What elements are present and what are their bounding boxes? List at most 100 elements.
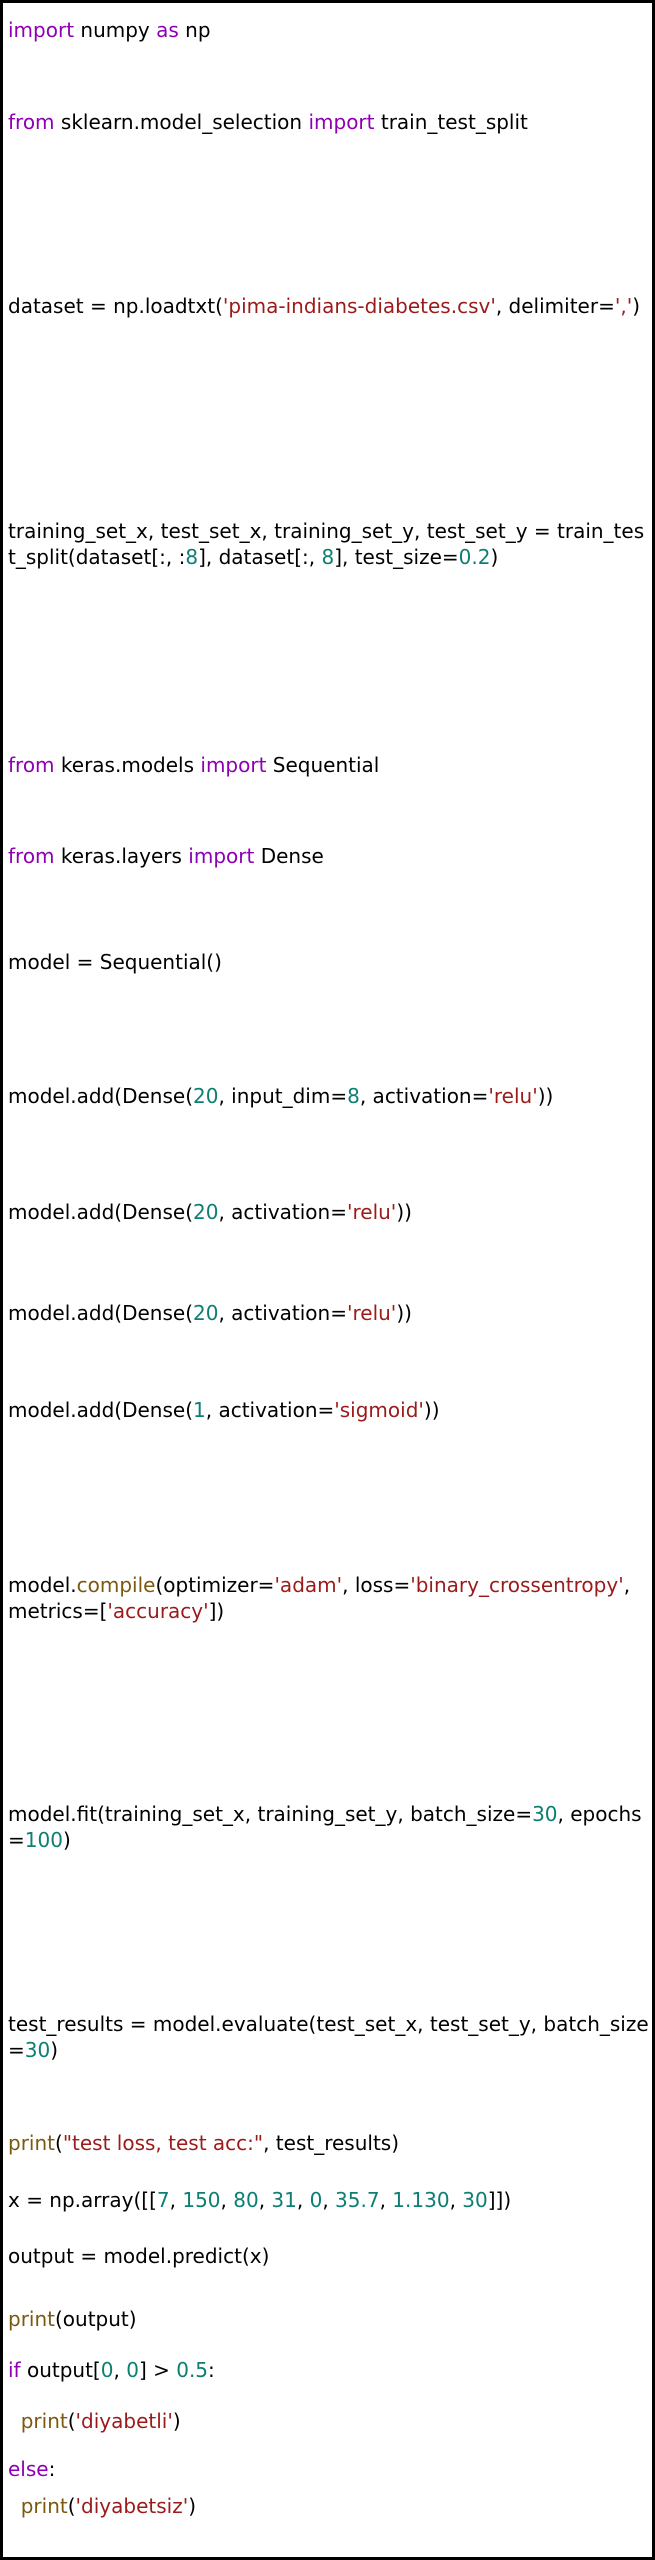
code-token-plain: (optimizer= bbox=[155, 1573, 275, 1597]
code-token-plain: dataset = np.loadtxt( bbox=[8, 294, 223, 318]
code-token-kw: import bbox=[200, 753, 267, 777]
code-token-num: 8 bbox=[321, 545, 335, 569]
code-token-plain: training_set_x, test_set_x, training_set… bbox=[8, 519, 645, 569]
code-token-num: 80 bbox=[233, 2188, 259, 2212]
fit-model-line: model.fit(training_set_x, training_set_y… bbox=[8, 1801, 651, 1853]
code-token-plain: , bbox=[169, 2188, 183, 2212]
code-token-plain: ]) bbox=[208, 1599, 225, 1623]
code-token-num: 1 bbox=[193, 1398, 206, 1422]
add-hidden-layer-line-1: model.add(Dense(20, activation='relu')) bbox=[8, 1199, 651, 1225]
code-token-plain: )) bbox=[396, 1200, 412, 1224]
code-token-plain: ) bbox=[188, 2494, 196, 2518]
code-token-plain: , delimiter= bbox=[495, 294, 615, 318]
code-token-str: 'sigmoid' bbox=[334, 1398, 424, 1422]
code-token-plain: ( bbox=[67, 2494, 76, 2518]
code-token-plain bbox=[8, 2409, 21, 2433]
code-token-plain: model = Sequential() bbox=[8, 950, 222, 974]
code-token-str: 'diyabetsiz' bbox=[75, 2494, 189, 2518]
code-token-plain: , test_results) bbox=[263, 2131, 400, 2155]
create-model-line: model = Sequential() bbox=[8, 949, 651, 975]
code-token-plain: , epochs= bbox=[8, 1802, 642, 1852]
import-dense-line: from keras.layers import Dense bbox=[8, 843, 651, 869]
code-token-plain: ) bbox=[490, 545, 499, 569]
code-token-plain: , activation= bbox=[218, 1301, 347, 1325]
code-token-plain: ], dataset[:, bbox=[198, 545, 322, 569]
code-token-plain: keras.models bbox=[54, 753, 201, 777]
print-diyabetsiz-line: print('diyabetsiz') bbox=[8, 2493, 651, 2519]
code-token-plain: ) bbox=[50, 2038, 59, 2062]
code-token-plain: model.add(Dense( bbox=[8, 1200, 193, 1224]
else-line: else: bbox=[8, 2456, 651, 2482]
code-token-num: 0.2 bbox=[458, 545, 491, 569]
code-token-num: 100 bbox=[24, 1828, 63, 1852]
code-token-plain: model.add(Dense( bbox=[8, 1084, 193, 1108]
code-token-fn: print bbox=[8, 2307, 55, 2331]
code-token-plain: sklearn.model_selection bbox=[54, 110, 309, 134]
code-token-kw: from bbox=[8, 844, 55, 868]
code-token-plain: ( bbox=[67, 2409, 76, 2433]
code-token-num: 150 bbox=[182, 2188, 221, 2212]
code-token-num: 8 bbox=[185, 545, 199, 569]
code-token-plain: : bbox=[208, 2358, 215, 2382]
code-token-str: "test loss, test acc:" bbox=[62, 2131, 264, 2155]
import-sequential-line: from keras.models import Sequential bbox=[8, 752, 651, 778]
code-token-kw: import bbox=[8, 18, 75, 42]
code-token-num: 1.130 bbox=[392, 2188, 450, 2212]
code-token-plain: , metrics=[ bbox=[8, 1573, 637, 1623]
code-token-plain: , bbox=[113, 2358, 127, 2382]
code-token-plain: ) bbox=[172, 2409, 181, 2433]
code-token-num: 0.5 bbox=[176, 2358, 209, 2382]
code-token-str: 'accuracy' bbox=[107, 1599, 209, 1623]
add-output-layer-line: model.add(Dense(1, activation='sigmoid')… bbox=[8, 1397, 651, 1423]
code-token-plain: (output) bbox=[55, 2307, 137, 2331]
code-token-plain: , bbox=[220, 2188, 234, 2212]
code-token-kw: as bbox=[156, 18, 179, 42]
code-token-kw: from bbox=[8, 753, 55, 777]
code-token-plain: , bbox=[296, 2188, 310, 2212]
code-token-plain: train_test_split bbox=[374, 110, 528, 134]
code-token-plain: model. bbox=[8, 1573, 77, 1597]
code-token-num: 20 bbox=[193, 1084, 219, 1108]
code-token-num: 8 bbox=[347, 1084, 360, 1108]
code-token-kw: import bbox=[308, 110, 375, 134]
code-token-plain: test_results = model.evaluate(test_set_x… bbox=[8, 2012, 649, 2062]
compile-model-line: model.compile(optimizer='adam', loss='bi… bbox=[8, 1572, 651, 1624]
code-token-str: 'relu' bbox=[346, 1200, 397, 1224]
code-token-plain: , input_dim= bbox=[218, 1084, 348, 1108]
code-token-plain: )) bbox=[423, 1398, 440, 1422]
code-token-plain: Sequential bbox=[266, 753, 380, 777]
code-token-num: 30 bbox=[24, 2038, 51, 2062]
print-output-line: print(output) bbox=[8, 2306, 651, 2332]
if-condition-line: if output[0, 0] > 0.5: bbox=[8, 2357, 651, 2383]
import-numpy-line: import numpy as np bbox=[8, 17, 651, 43]
code-token-plain: keras.layers bbox=[54, 844, 189, 868]
code-token-str: 'relu' bbox=[488, 1084, 538, 1108]
code-token-fn: print bbox=[8, 2131, 55, 2155]
code-token-plain: x = np.array([[ bbox=[8, 2188, 157, 2212]
code-token-str: 'relu' bbox=[346, 1301, 397, 1325]
code-token-plain: , activation= bbox=[359, 1084, 489, 1108]
code-token-str: 'diyabetli' bbox=[75, 2409, 173, 2433]
code-token-plain: output[ bbox=[20, 2358, 101, 2382]
predict-line: output = model.predict(x) bbox=[8, 2243, 651, 2269]
code-token-plain: output = model.predict(x) bbox=[8, 2244, 270, 2268]
code-token-plain: ) bbox=[62, 1828, 71, 1852]
code-token-num: 0 bbox=[100, 2358, 114, 2382]
evaluate-model-line: test_results = model.evaluate(test_set_x… bbox=[8, 2011, 651, 2063]
code-token-num: 20 bbox=[193, 1200, 219, 1224]
code-token-num: 30 bbox=[462, 2188, 488, 2212]
code-token-kw: from bbox=[8, 110, 55, 134]
code-token-plain: , activation= bbox=[205, 1398, 335, 1422]
code-token-num: 20 bbox=[193, 1301, 219, 1325]
code-token-str: 'pima-indians-diabetes.csv' bbox=[222, 294, 496, 318]
code-token-kw: import bbox=[188, 844, 255, 868]
code-token-num: 35.7 bbox=[335, 2188, 380, 2212]
code-token-plain: ], test_size= bbox=[334, 545, 459, 569]
code-token-kw: else bbox=[8, 2457, 49, 2481]
code-token-kw: if bbox=[8, 2358, 21, 2382]
code-token-plain: )) bbox=[537, 1084, 554, 1108]
print-results-line: print("test loss, test acc:", test_resul… bbox=[8, 2130, 651, 2156]
add-input-layer-line: model.add(Dense(20, input_dim=8, activat… bbox=[8, 1083, 651, 1109]
code-token-str: 'adam' bbox=[274, 1573, 343, 1597]
